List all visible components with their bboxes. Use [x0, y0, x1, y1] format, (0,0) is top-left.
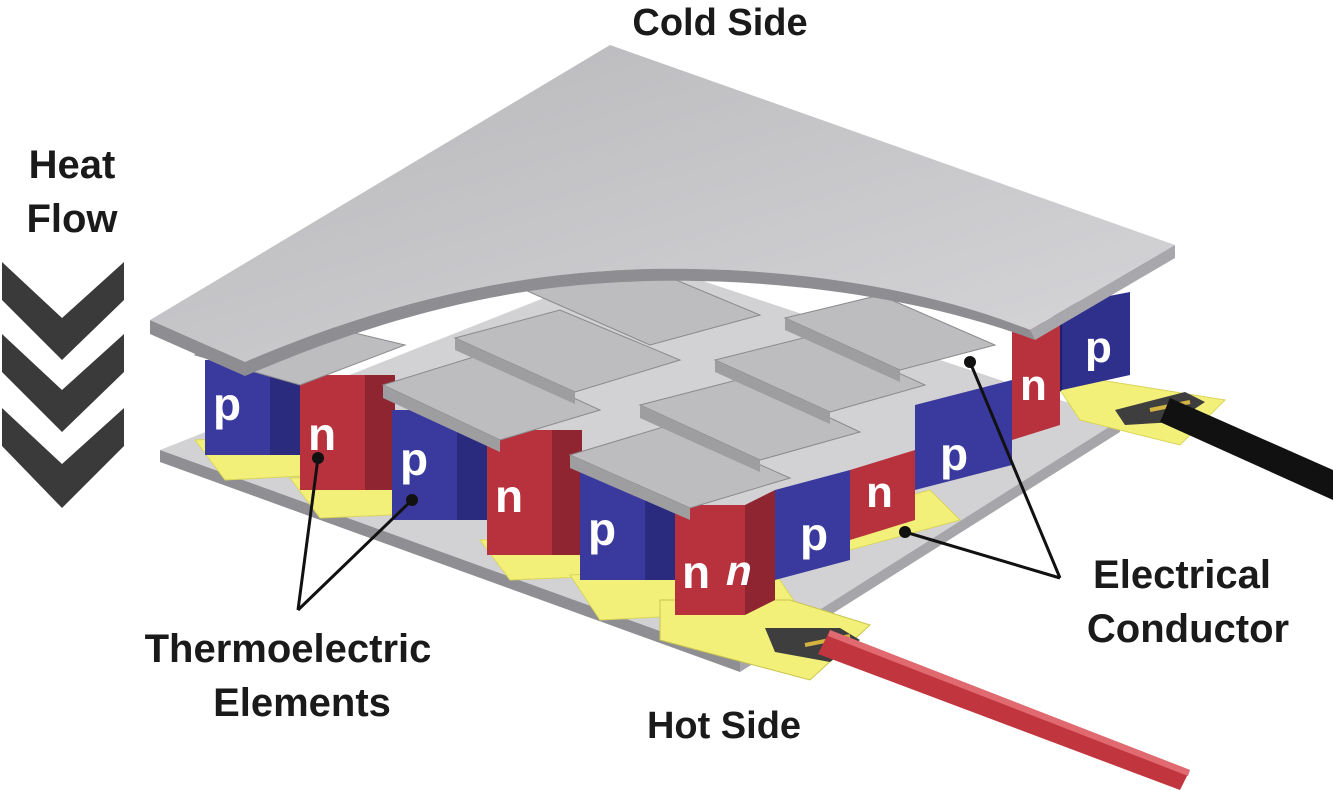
chevron-down-icon — [2, 334, 124, 432]
svg-text:p: p — [1085, 323, 1112, 372]
chevron-down-icon — [2, 408, 124, 508]
thermoelectric-legs: p n p n p n p — [205, 292, 1130, 615]
red-wire — [659, 599, 1190, 790]
leader-lines — [296, 361, 1062, 612]
chevron-down-icon — [2, 262, 124, 360]
heat-flow-label-line1: Heat — [29, 143, 116, 187]
svg-text:p: p — [400, 433, 428, 485]
thermoelectric-elements-label-line1: Thermoelectric — [145, 627, 432, 671]
leader-dots — [312, 356, 976, 538]
element-p: p — [775, 470, 850, 580]
thermoelectric-elements-label-line2: Elements — [213, 681, 391, 725]
heat-flow-label-line2: Flow — [26, 197, 118, 241]
cold-side-plate — [150, 45, 1175, 376]
black-wire — [1115, 392, 1333, 500]
element-n: n n — [675, 490, 775, 615]
electrical-conductor-label-line1: Electrical — [1093, 553, 1271, 597]
svg-text:p: p — [800, 508, 828, 560]
svg-text:n: n — [308, 408, 336, 460]
svg-text:n: n — [682, 546, 710, 598]
svg-text:n: n — [866, 468, 893, 517]
element-n: n — [487, 430, 582, 555]
cold-side-label: Cold Side — [632, 2, 807, 44]
element-n: n — [850, 450, 915, 540]
svg-text:p: p — [213, 378, 241, 430]
svg-text:p: p — [588, 503, 616, 555]
electrical-conductor-label-line2: Conductor — [1087, 607, 1289, 651]
svg-text:p: p — [940, 428, 968, 480]
heat-flow-arrow — [2, 262, 124, 508]
element-n: n — [300, 375, 395, 490]
element-n: n — [1012, 318, 1060, 440]
svg-text:n: n — [495, 470, 523, 522]
svg-text:n: n — [1020, 361, 1047, 410]
hot-side-label: Hot Side — [647, 705, 801, 747]
